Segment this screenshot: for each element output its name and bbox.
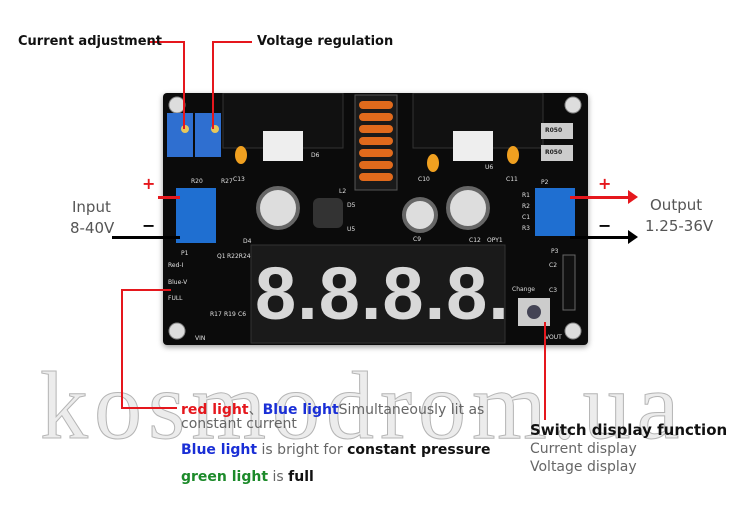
legend-line-2: constant current [181, 416, 297, 432]
legend-text: Simultaneously lit as [338, 402, 485, 418]
pcb-board: 8.8.8.8. Change R050 R050 D6 U6 C13 C10 … [163, 93, 588, 345]
arrow-head-icon [628, 230, 638, 244]
seven-segment-display: 8.8.8.8. [255, 252, 510, 335]
silkscreen-label: R050 [545, 127, 563, 134]
silkscreen-label: VIN [195, 335, 206, 342]
input-label: Input [72, 198, 111, 216]
voltage-regulation-label: Voltage regulation [257, 34, 394, 49]
output-terminal[interactable] [535, 188, 575, 236]
input-plus-wire [158, 196, 180, 199]
silkscreen-label: C11 [506, 176, 518, 183]
blue-light-text: Blue light [181, 442, 258, 458]
silkscreen-label: C3 [549, 287, 558, 294]
silkscreen-label: C13 [233, 176, 245, 183]
silkscreen-label: R19 [224, 311, 236, 318]
arrow-head-icon [628, 190, 638, 204]
silkscreen-label: C6 [238, 311, 247, 318]
silkscreen-label: C12 [469, 237, 481, 244]
output-label: Output [650, 196, 703, 214]
input-terminal[interactable] [176, 188, 216, 243]
silkscreen-label: R22R24 [227, 253, 251, 260]
switch-title: Switch display function [530, 421, 728, 439]
silkscreen-label: R2 [522, 203, 530, 210]
silkscreen-label: Q1 [217, 253, 226, 260]
watermark: kosmodrom.ua [39, 352, 686, 460]
output-minus-sign: − [598, 216, 612, 235]
silkscreen-label: R20 [191, 178, 203, 185]
output-range: 1.25-36V [645, 217, 714, 235]
silkscreen-label: U6 [485, 164, 494, 171]
silkscreen-label: D5 [347, 202, 356, 209]
silkscreen-label: P2 [541, 179, 549, 186]
silkscreen-label: L2 [339, 188, 347, 195]
callout-line [121, 407, 177, 409]
silkscreen-label: D4 [243, 238, 252, 245]
legend-bold: full [288, 469, 314, 485]
input-minus-sign: − [142, 216, 156, 235]
silkscreen-label: C1 [522, 214, 531, 221]
silkscreen-label: C2 [549, 262, 558, 269]
silkscreen-label: U5 [347, 226, 356, 233]
output-minus-arrow [570, 236, 630, 239]
callout-line [148, 41, 185, 43]
callout-line [121, 289, 171, 291]
silkscreen-label: R3 [522, 225, 530, 232]
legend-text: is [268, 469, 289, 485]
output-plus-sign: + [598, 174, 612, 193]
silkscreen-label: R050 [545, 149, 563, 156]
switch-voltage-display: Voltage display [530, 459, 637, 475]
legend-line-3: Blue light is bright for constant pressu… [181, 442, 490, 458]
current-adjustment-label: Current adjustment [18, 34, 163, 49]
silkscreen-label: P3 [551, 248, 559, 255]
callout-line [544, 322, 546, 420]
silkscreen-label: Red-I [168, 262, 184, 269]
board-graphic [167, 93, 582, 344]
callout-line [212, 41, 252, 43]
legend-text: is bright for [257, 442, 348, 458]
input-minus-wire [112, 236, 180, 239]
callout-line [212, 41, 214, 129]
green-light-text: green light [181, 469, 269, 485]
silkscreen-label: P1 [181, 250, 189, 257]
switch-current-display: Current display [530, 441, 637, 457]
legend-line-4: green light is full [181, 469, 314, 485]
silkscreen-label: C9 [413, 236, 422, 243]
output-plus-arrow [570, 196, 630, 199]
legend-bold: constant pressure [347, 442, 491, 458]
legend-line-1: red light、Blue lightSimultaneously lit a… [181, 399, 484, 419]
silkscreen-label: C10 [418, 176, 430, 183]
callout-line [121, 289, 123, 409]
blue-light-text: Blue light [262, 402, 339, 418]
callout-line [183, 41, 185, 129]
change-button[interactable] [518, 300, 554, 330]
input-range: 8-40V [70, 219, 115, 237]
silkscreen-label: R27 [221, 178, 233, 185]
input-plus-sign: + [142, 174, 156, 193]
silkscreen-label: R17 [210, 311, 222, 318]
separator: 、 [248, 402, 263, 418]
silkscreen-label: Blue-V [168, 279, 188, 286]
silkscreen-label: FULL [168, 295, 183, 302]
silkscreen-label: D6 [311, 152, 320, 159]
silkscreen-label: VOUT [545, 334, 562, 341]
change-button-label: Change [512, 286, 535, 293]
silkscreen-label: OPY1 [487, 237, 503, 244]
silkscreen-label: R1 [522, 192, 530, 199]
red-light-text: red light [181, 402, 249, 418]
